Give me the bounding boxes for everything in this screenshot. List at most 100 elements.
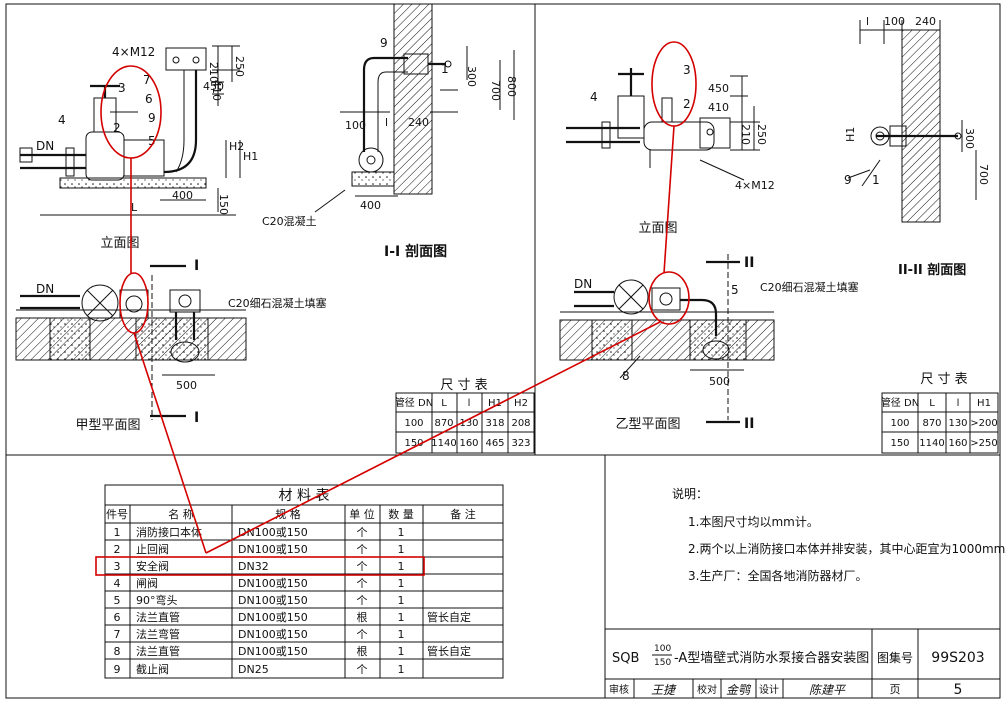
dimension-table-a [395, 392, 535, 454]
dtb-cell-1-1: 1140 [919, 438, 944, 449]
mt-row-4-qty: 1 [398, 577, 405, 590]
page-number: 5 [954, 682, 963, 698]
dim-300-s1: 300 [465, 66, 478, 87]
dim-240-s2: 240 [915, 15, 936, 28]
l-label-s1: l [385, 116, 388, 129]
section-2-drawing [847, 20, 977, 223]
dtb-cell-0-1: 870 [922, 418, 941, 429]
dim-410-a: 410 [210, 80, 223, 101]
check-signature: 金鹗 [726, 683, 752, 697]
atlas-number: 99S203 [931, 650, 984, 666]
note-2: 2.两个以上消防接口本体并排安装，其中心距宜为1000mm。 [688, 541, 1006, 556]
elevation-a [19, 45, 241, 216]
note-3: 3.生产厂：全国各地消防器材厂。 [688, 568, 867, 583]
notes-heading: 说明： [672, 486, 708, 501]
part-num-5-b: 5 [731, 283, 739, 297]
mt-header-3: 单 位 [349, 507, 375, 521]
dtb-cell-1-2: 160 [948, 438, 967, 449]
bent-pipe [163, 70, 198, 174]
part-num-9-a: 9 [148, 111, 156, 125]
mt-row-4-unit: 个 [357, 577, 368, 590]
dta-header-3: H1 [488, 398, 502, 409]
mt-row-8-unit: 根 [357, 644, 368, 658]
mt-row-7-name: 法兰弯管 [136, 627, 180, 641]
bolt-label-b: 4×M12 [735, 179, 775, 192]
dtb-header-3: H1 [977, 398, 991, 409]
mt-row-8-qty: 1 [398, 645, 405, 658]
mt-row-6-qty: 1 [398, 611, 405, 624]
dim-210-a: 210 [207, 62, 220, 83]
dim-500-a: 500 [176, 379, 197, 392]
dtb-header-0: 管径 DN [881, 396, 919, 409]
dta-cell-0-3: 318 [485, 418, 504, 429]
h2-label-a: H2 [229, 140, 244, 153]
mt-row-9-qty: 1 [398, 663, 405, 676]
dtb-cell-1-3: >250 [970, 438, 997, 449]
part-num-6-a: 6 [145, 92, 153, 106]
dim-100-s2: 100 [884, 15, 905, 28]
review-signature: 王捷 [651, 683, 677, 697]
part-num-7-a: 7 [143, 73, 151, 87]
check-label: 校对 [697, 683, 717, 696]
title-frac-top: 100 [654, 644, 671, 654]
highlight-ellipse-elevation-b [651, 41, 697, 127]
mt-row-5-name: 90°弯头 [136, 593, 178, 607]
design-label: 设计 [759, 683, 779, 696]
dta-cell-1-2: 160 [459, 438, 478, 449]
dim-150-a: 150 [217, 194, 230, 215]
dtb-header-2: l [957, 398, 960, 409]
mt-row-2-name: 止回阀 [136, 542, 169, 556]
dimension-table-a-title: 尺 寸 表 [440, 378, 487, 393]
review-label: 审核 [609, 683, 629, 696]
elevation-b [566, 68, 760, 181]
c20-fill-label-b: C20细石混凝土填塞 [760, 280, 859, 294]
dimension-table-b-title: 尺 寸 表 [920, 372, 967, 387]
mt-row-9-unit: 个 [357, 663, 368, 676]
c20-fill-label-a: C20细石混凝土填塞 [228, 296, 327, 310]
section-mark-top-2: II [744, 255, 754, 271]
part-num-2-b: 2 [683, 97, 691, 111]
note-1: 1.本图尺寸均以mm计。 [688, 515, 819, 529]
dim-700-s2: 700 [977, 164, 990, 185]
title-frac-bottom: 150 [654, 658, 671, 668]
dta-cell-0-1: 870 [434, 418, 453, 429]
title-prefix: SQB [612, 651, 639, 666]
mt-row-4-no: 4 [114, 577, 121, 590]
page-label: 页 [890, 683, 901, 696]
dta-cell-0-4: 208 [511, 418, 530, 429]
dim-100-s1: 100 [345, 119, 366, 132]
mt-row-1-spec: DN100或150 [238, 526, 308, 539]
mt-row-9-name: 截止阀 [136, 662, 169, 676]
section-mark-bottom-2: II [744, 416, 754, 432]
mt-row-3-qty: 1 [398, 560, 405, 573]
mt-row-3-no: 3 [114, 560, 121, 573]
gate-valve-body [85, 131, 125, 181]
plan-b-drawing [559, 254, 775, 424]
mt-row-5-qty: 1 [398, 594, 405, 607]
mt-header-1: 名 称 [168, 507, 194, 521]
mt-row-1-unit: 个 [357, 526, 368, 539]
l-label-a: L [131, 201, 138, 214]
title-block [604, 628, 1001, 699]
mt-row-8-name: 法兰直管 [136, 644, 180, 658]
highlight-ellipse-plan-b [648, 271, 690, 325]
dim-400-s1: 400 [360, 199, 381, 212]
section-mark-bottom-1: I [194, 410, 199, 426]
dta-cell-1-3: 465 [485, 438, 504, 449]
mt-header-4: 数 量 [388, 508, 414, 521]
plan-a-title: 甲型平面图 [75, 418, 140, 433]
dim-210-b: 210 [739, 124, 752, 145]
mt-row-2-no: 2 [114, 543, 121, 556]
mt-header-0: 件号 [106, 508, 128, 521]
dn-label-a: DN [36, 139, 54, 153]
elevation-b-title: 立面图 [638, 221, 677, 236]
mt-row-4-spec: DN100或150 [238, 577, 308, 590]
dtb-cell-0-3: >200 [970, 418, 997, 429]
atlas-label: 图集号 [877, 650, 913, 665]
mt-row-6-unit: 根 [357, 610, 368, 624]
handwheel-b [613, 279, 649, 315]
dta-cell-0-0: 100 [404, 418, 423, 429]
mt-row-6-spec: DN100或150 [238, 611, 308, 624]
